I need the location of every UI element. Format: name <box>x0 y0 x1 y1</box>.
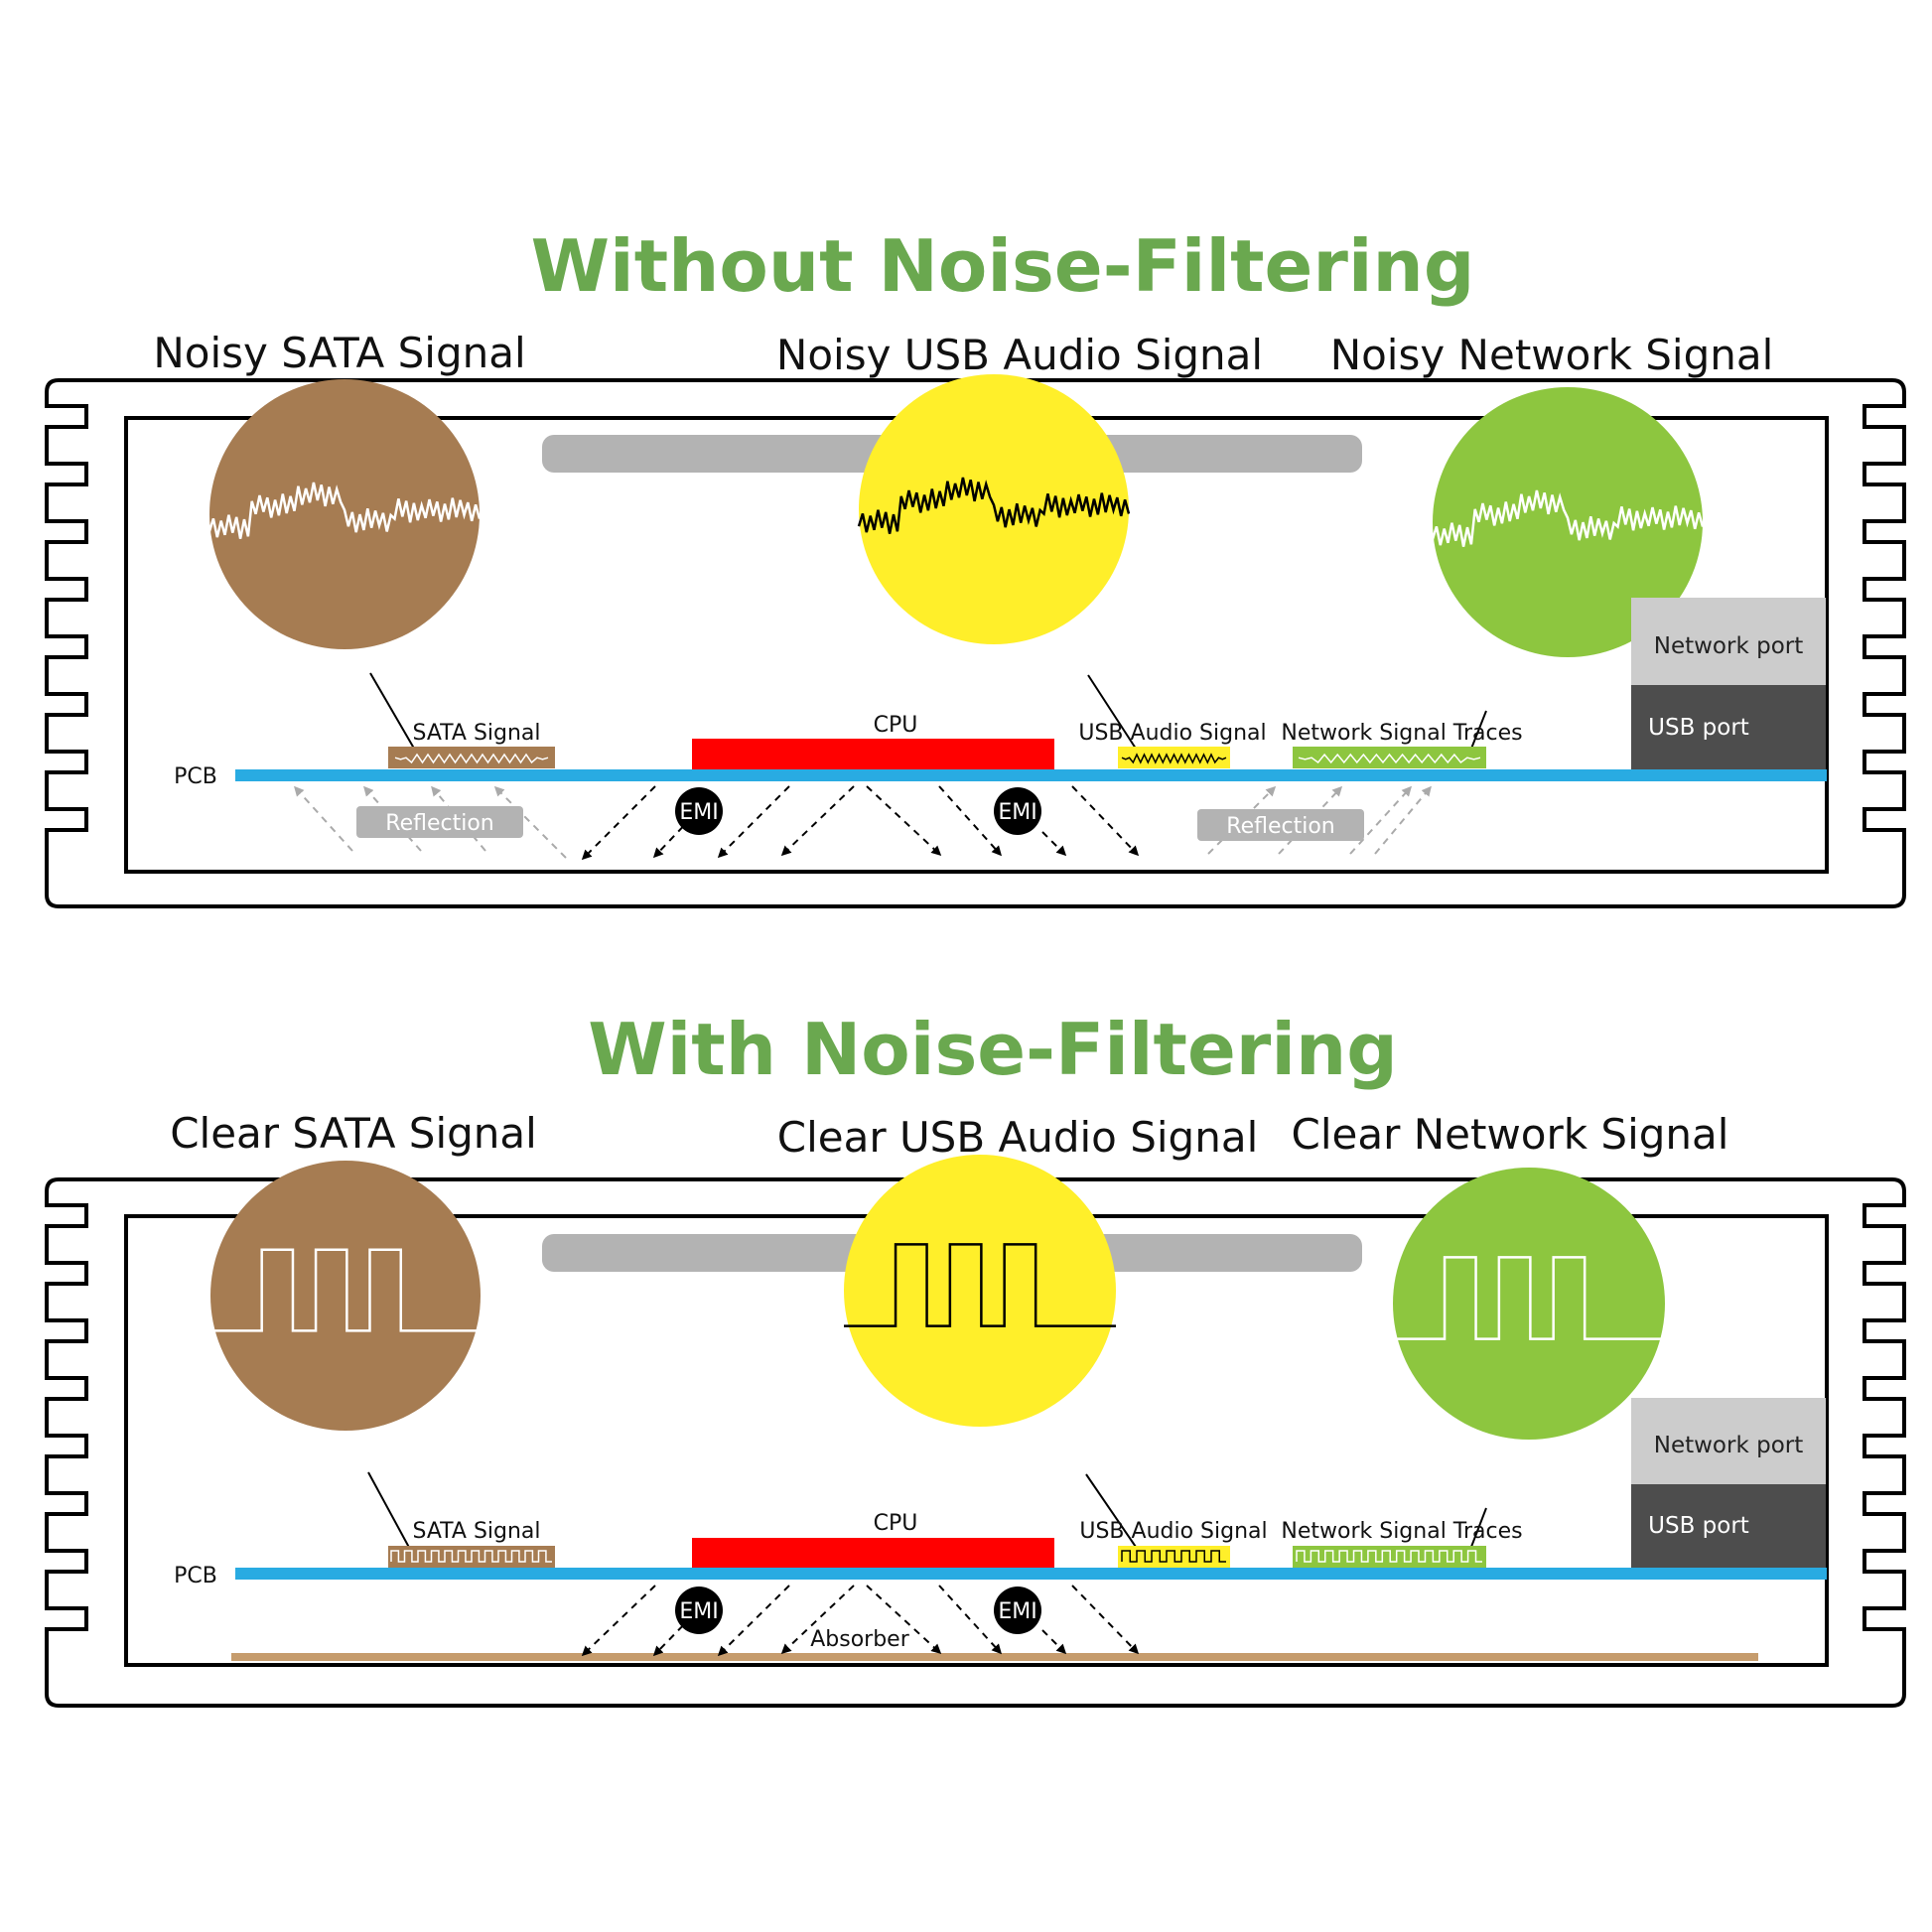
emi-arrow <box>581 1585 656 1657</box>
reflection-label-left: Reflection <box>385 811 493 836</box>
network-pointer-line <box>1470 710 1487 750</box>
reflection-arrow <box>1374 785 1432 855</box>
usb-trace-label: USB Audio Signal <box>1079 1519 1267 1544</box>
network-signal-heading: Clear Network Signal <box>1292 1110 1729 1159</box>
network-noisy-waveform <box>1431 489 1705 547</box>
usb-noisy-waveform <box>857 477 1131 534</box>
emi-label: EMI <box>998 1599 1036 1624</box>
network-signal-circle-icon <box>1393 1168 1665 1440</box>
emi-arrow <box>866 1585 942 1655</box>
network-trace-waveform <box>1296 1550 1482 1563</box>
usb-signal-circle-icon <box>844 1155 1116 1427</box>
enclosure-outline <box>45 378 1906 908</box>
cpu-label: CPU <box>874 713 918 738</box>
pcb-board <box>235 769 1827 781</box>
panel-title: With Noise-Filtering <box>588 1008 1398 1091</box>
usb-port <box>1631 1484 1826 1572</box>
network-pointer-line <box>1470 1507 1487 1548</box>
usb-trace-waveform <box>1121 753 1227 764</box>
emi-arrow <box>1041 1629 1067 1655</box>
emi-arrow <box>1071 1585 1140 1655</box>
emi-arrow <box>938 1585 1003 1655</box>
emi-arrow <box>581 785 656 861</box>
emi-label: EMI <box>679 1599 718 1624</box>
cpu-chip <box>692 739 1054 769</box>
sata-noisy-waveform <box>207 482 482 539</box>
emi-label: EMI <box>998 800 1036 825</box>
panel-title: Without Noise-Filtering <box>531 224 1475 308</box>
network-trace-waveform <box>1298 753 1481 764</box>
emi-arrow <box>1041 831 1067 857</box>
panel-without-filtering: Without Noise-Filtering Noisy SATA Signa… <box>45 224 1906 908</box>
usb-trace <box>1118 747 1230 768</box>
cpu-chip <box>692 1538 1054 1569</box>
reflection-tag-right <box>1197 809 1364 841</box>
panel-with-filtering: With Noise-Filtering Clear SATA Signal C… <box>45 1008 1906 1708</box>
usb-trace-waveform <box>1121 1550 1226 1563</box>
emi-arrow <box>1071 785 1140 857</box>
emi-label: EMI <box>679 800 718 825</box>
emi-badge-icon <box>675 787 723 835</box>
network-port <box>1631 1398 1826 1484</box>
emi-arrow <box>652 1615 693 1657</box>
sata-signal-heading: Clear SATA Signal <box>170 1109 537 1158</box>
usb-pointer-line <box>1087 674 1139 753</box>
reflection-arrow <box>1349 785 1413 855</box>
usb-pointer-line <box>1085 1473 1139 1551</box>
sata-clear-waveform <box>210 1248 481 1332</box>
reflection-tag-left <box>356 806 523 838</box>
sata-trace-label: SATA Signal <box>412 721 540 746</box>
emi-arrow <box>780 785 855 857</box>
network-trace-label: Network Signal Traces <box>1281 1519 1522 1544</box>
emi-badge-icon <box>994 1587 1041 1634</box>
absorber-label: Absorber <box>810 1627 909 1652</box>
usb-trace-label: USB Audio Signal <box>1078 721 1266 746</box>
usb-signal-heading: Noisy USB Audio Signal <box>776 331 1263 379</box>
sata-trace-label: SATA Signal <box>412 1519 540 1544</box>
enclosure-outline <box>45 1177 1906 1708</box>
pcb-label: PCB <box>174 764 217 789</box>
usb-port-label: USB port <box>1648 715 1749 741</box>
absorber-layer <box>231 1653 1758 1661</box>
emi-arrow <box>717 785 790 859</box>
network-port-label: Network port <box>1654 633 1804 659</box>
network-clear-waveform <box>1393 1256 1665 1340</box>
emi-arrows <box>581 785 1140 861</box>
reflection-arrow <box>493 785 567 859</box>
emi-arrows <box>581 1585 1140 1657</box>
emi-arrow <box>866 785 942 857</box>
sata-signal-heading: Noisy SATA Signal <box>153 329 525 377</box>
emi-arrow <box>780 1585 855 1655</box>
sata-trace-waveform <box>394 753 549 764</box>
network-trace-label: Network Signal Traces <box>1281 721 1522 746</box>
cpu-label: CPU <box>874 1511 918 1536</box>
pcb-label: PCB <box>174 1564 217 1588</box>
usb-signal-heading: Clear USB Audio Signal <box>777 1113 1259 1162</box>
emi-badge-icon <box>994 787 1041 835</box>
usb-clear-waveform <box>844 1243 1116 1327</box>
emi-arrow <box>717 1585 790 1657</box>
emi-arrow <box>652 816 693 859</box>
pcb-board <box>235 1568 1827 1580</box>
network-signal-heading: Noisy Network Signal <box>1330 331 1774 379</box>
emi-arrow <box>938 785 1003 857</box>
reflection-arrow <box>1207 785 1277 855</box>
sata-trace <box>388 747 555 768</box>
network-port-label: Network port <box>1654 1433 1804 1458</box>
usb-port-label: USB port <box>1648 1513 1749 1539</box>
sata-trace-waveform <box>390 1550 552 1563</box>
network-trace <box>1293 747 1486 768</box>
network-port <box>1631 598 1826 685</box>
usb-port <box>1631 685 1826 772</box>
emi-badge-icon <box>675 1587 723 1634</box>
reflection-arrow <box>293 785 353 852</box>
reflection-label-right: Reflection <box>1226 814 1334 839</box>
sata-signal-circle-icon <box>210 1161 481 1431</box>
